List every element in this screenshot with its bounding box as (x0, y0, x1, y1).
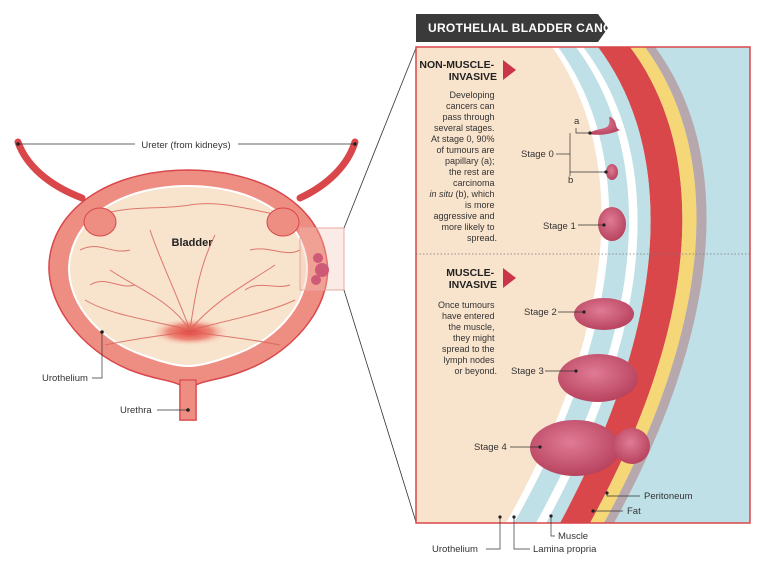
ureter-label: Ureter (from kidneys) (141, 140, 230, 151)
lumen-area (416, 47, 602, 523)
urothelium-right-label: Urothelium (432, 544, 478, 555)
non-invasive-arrow (503, 60, 516, 80)
zoom-connector-bottom (343, 289, 417, 523)
fat-label: Fat (627, 506, 641, 517)
urothelium-left-label: Urothelium (42, 373, 88, 384)
invasive-arrow (503, 268, 516, 288)
stage4-label: Stage 4 (474, 442, 507, 453)
left-ureteric-orifice (83, 207, 117, 237)
non-invasive-body: Developing cancers can pass through seve… (429, 90, 497, 243)
zoom-connector-top (343, 47, 417, 229)
stage3-label: Stage 3 (511, 366, 544, 377)
title-banner: UROTHELIAL BLADDER CANCER (416, 14, 629, 42)
mini-tumours (311, 253, 329, 285)
tumour-stage3 (558, 354, 638, 402)
tumour-stage4-outer (614, 428, 650, 464)
stage2-label: Stage 2 (524, 307, 557, 318)
right-ureteric-orifice (266, 207, 300, 237)
stage0-label: Stage 0 (521, 149, 554, 160)
non-invasive-heading: NON-MUSCLE- INVASIVE (419, 59, 497, 83)
tumour-stage0-b (606, 164, 618, 180)
left-ureter (14, 138, 86, 202)
invasive-heading: MUSCLE- INVASIVE (446, 267, 497, 291)
right-ureter (296, 138, 359, 202)
tumours (530, 116, 650, 476)
non-invasive-section: NON-MUSCLE- INVASIVE Developing cancers … (419, 59, 516, 243)
bladder-illustration (14, 138, 359, 421)
bladder-label: Bladder (172, 237, 214, 249)
stage1-label: Stage 1 (543, 221, 576, 232)
invasive-body: Once tumours have entered the muscle, th… (438, 300, 497, 376)
detail-panel (415, 46, 751, 524)
page-title: UROTHELIAL BLADDER CANCER (428, 21, 629, 35)
tumour-stage1 (598, 207, 626, 241)
label-a: a (574, 116, 580, 127)
tumour-stage4-main (530, 420, 620, 476)
urethra (179, 379, 197, 421)
invasive-section: MUSCLE- INVASIVE Once tumours have enter… (438, 267, 516, 376)
tumour-stage0-a (588, 116, 620, 135)
layer-labels: Peritoneum Fat Muscle Lamina propria Uro… (432, 491, 693, 555)
stage-labels: a b Stage 0 Stage 1 Stage 2 Stage 3 Stag… (474, 116, 608, 453)
bladder-lumen (68, 184, 308, 368)
label-b: b (568, 175, 573, 186)
urethra-label: Urethra (120, 405, 152, 416)
peritoneum-label: Peritoneum (644, 491, 693, 502)
left-labels: Ureter (from kidneys) Bladder Urothelium… (16, 140, 357, 416)
muscle-label: Muscle (558, 531, 588, 542)
lamina-propria-label: Lamina propria (533, 544, 597, 555)
bladder-veins (79, 203, 301, 346)
tumour-stage2 (574, 298, 634, 330)
